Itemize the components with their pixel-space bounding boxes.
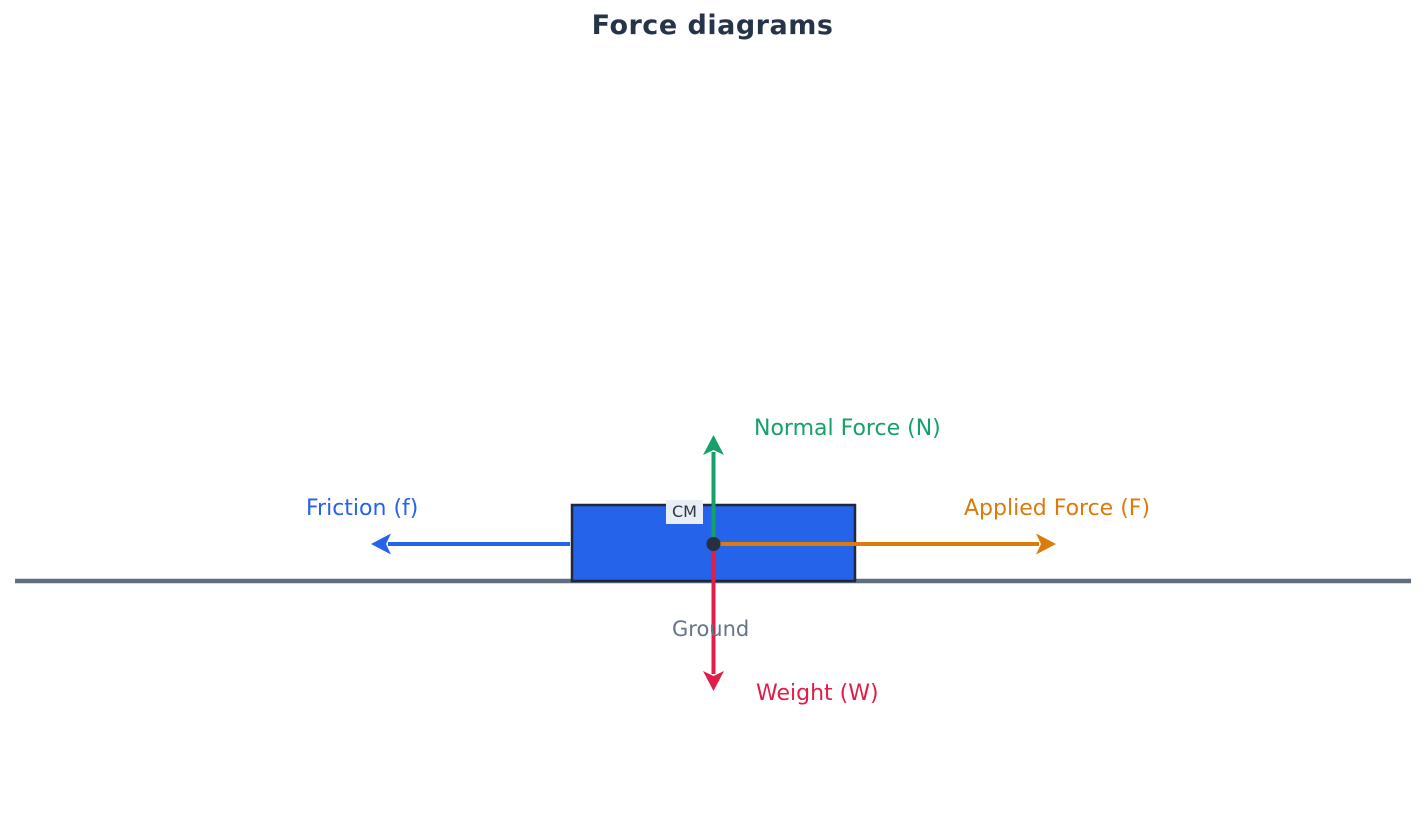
cm-label: CM bbox=[666, 500, 703, 524]
normal-force-arrowhead-icon bbox=[703, 435, 724, 455]
applied-force-arrowhead-icon bbox=[1036, 533, 1056, 555]
center-of-mass-dot bbox=[706, 537, 721, 551]
ground-label: Ground bbox=[672, 617, 750, 641]
weight-arrowhead-icon bbox=[703, 671, 724, 691]
applied-force-label: Applied Force (F) bbox=[964, 496, 1151, 521]
weight-label: Weight (W) bbox=[756, 681, 879, 706]
normal-force-label: Normal Force (N) bbox=[754, 416, 941, 441]
friction-arrowhead-icon bbox=[371, 533, 391, 555]
page-title: Force diagrams bbox=[591, 10, 834, 41]
friction-label: Friction (f) bbox=[306, 496, 419, 521]
